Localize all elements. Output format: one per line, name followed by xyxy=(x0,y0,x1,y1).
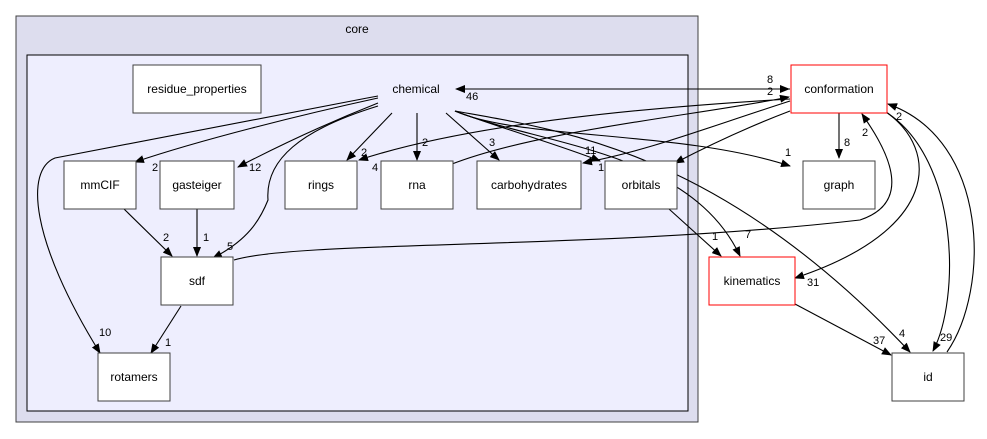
edge-label: 8 xyxy=(767,74,773,86)
edge-chemical-gasteiger xyxy=(237,102,379,168)
node-rna-label: rna xyxy=(408,178,426,192)
node-graph[interactable]: graph xyxy=(802,160,876,210)
node-carbohydrates[interactable]: carbohydrates xyxy=(476,160,582,210)
edge-id-conformation xyxy=(887,103,975,353)
node-gasteiger[interactable]: gasteiger xyxy=(159,160,235,210)
edge-conformation-carbohydrates xyxy=(582,100,791,166)
node-chemical[interactable]: chemical xyxy=(392,82,439,96)
edge-label: 37 xyxy=(873,335,885,347)
edge-sdf-conformation xyxy=(233,113,893,261)
node-kinematics[interactable]: kinematics xyxy=(708,256,796,306)
node-rna[interactable]: rna xyxy=(380,160,454,210)
edge-labels: 46 8 2 12 2 2 3 11 5 10 1 7 4 2 1 1 2 4 … xyxy=(99,74,952,349)
edge-label: 2 xyxy=(152,162,158,174)
node-orbitals-label: orbitals xyxy=(622,178,661,192)
node-residue-properties[interactable]: residue_properties xyxy=(132,64,262,114)
edge-conformation-kinematics xyxy=(794,111,920,279)
edge-label: 7 xyxy=(745,229,751,241)
edge-label: 8 xyxy=(844,137,850,149)
edge-label: 1 xyxy=(712,231,718,243)
node-sdf[interactable]: sdf xyxy=(160,256,234,306)
edge-label: 2 xyxy=(163,232,169,244)
cluster-core-label: core xyxy=(345,22,369,36)
edge-label: 3 xyxy=(489,137,495,149)
edge-label: 1 xyxy=(165,337,171,349)
node-orbitals[interactable]: orbitals xyxy=(604,160,678,210)
node-rings-label: rings xyxy=(308,178,334,192)
node-rings[interactable]: rings xyxy=(284,160,358,210)
edge-label: 46 xyxy=(466,91,478,103)
edge-chemical-rings xyxy=(346,112,393,161)
edge-label: 2 xyxy=(862,127,868,139)
edge-label: 11 xyxy=(585,145,596,157)
edge-mmcif-sdf xyxy=(123,208,173,257)
edge-label: 31 xyxy=(807,277,819,289)
node-sdf-label: sdf xyxy=(189,274,206,288)
node-residue-properties-label: residue_properties xyxy=(147,82,246,96)
edge-chemical-graph xyxy=(454,110,791,168)
node-chemical-label: chemical xyxy=(392,82,439,96)
node-conformation[interactable]: conformation xyxy=(790,64,888,114)
node-mmcif[interactable]: mmCIF xyxy=(63,160,137,210)
edge-label: 2 xyxy=(767,86,773,98)
edge-label: 1 xyxy=(785,147,791,159)
edge-chemical-carbohydrates xyxy=(445,112,500,161)
edge-chemical-mmcif xyxy=(134,97,379,163)
node-gasteiger-label: gasteiger xyxy=(172,178,221,192)
edge-label: 12 xyxy=(249,162,261,174)
edge-label: 1 xyxy=(598,162,604,174)
node-carbohydrates-label: carbohydrates xyxy=(491,178,567,192)
node-id-label: id xyxy=(923,370,932,384)
edge-label: 4 xyxy=(372,162,378,174)
node-kinematics-label: kinematics xyxy=(724,274,781,288)
edge-conformation-rings xyxy=(358,98,791,161)
edge-rna-conformation xyxy=(451,94,790,165)
cluster-chemical[interactable] xyxy=(26,54,689,412)
edge-conformation-id xyxy=(885,111,950,352)
node-conformation-label: conformation xyxy=(804,82,873,96)
node-rotamers[interactable]: rotamers xyxy=(97,352,171,402)
edge-conformation-orbitals xyxy=(674,110,791,164)
edge-kinematics-id xyxy=(794,303,892,356)
node-id[interactable]: id xyxy=(891,352,965,402)
edge-label: 1 xyxy=(203,232,209,244)
edge-label: 5 xyxy=(227,241,233,253)
edge-label: 2 xyxy=(361,147,367,159)
edge-label: 2 xyxy=(896,111,902,123)
edge-orbitals-kinematics xyxy=(668,208,722,257)
edge-chemical-rotamers xyxy=(37,95,379,354)
node-mmcif-label: mmCIF xyxy=(80,178,119,192)
node-graph-label: graph xyxy=(824,178,855,192)
edge-label: 10 xyxy=(99,327,111,339)
edge-label: 2 xyxy=(422,137,428,149)
edge-label: 29 xyxy=(940,332,952,344)
edge-sdf-rotamers xyxy=(150,305,182,354)
edge-chemical-sdf xyxy=(212,105,379,259)
node-rotamers-label: rotamers xyxy=(110,370,157,384)
edge-label: 4 xyxy=(899,328,905,340)
